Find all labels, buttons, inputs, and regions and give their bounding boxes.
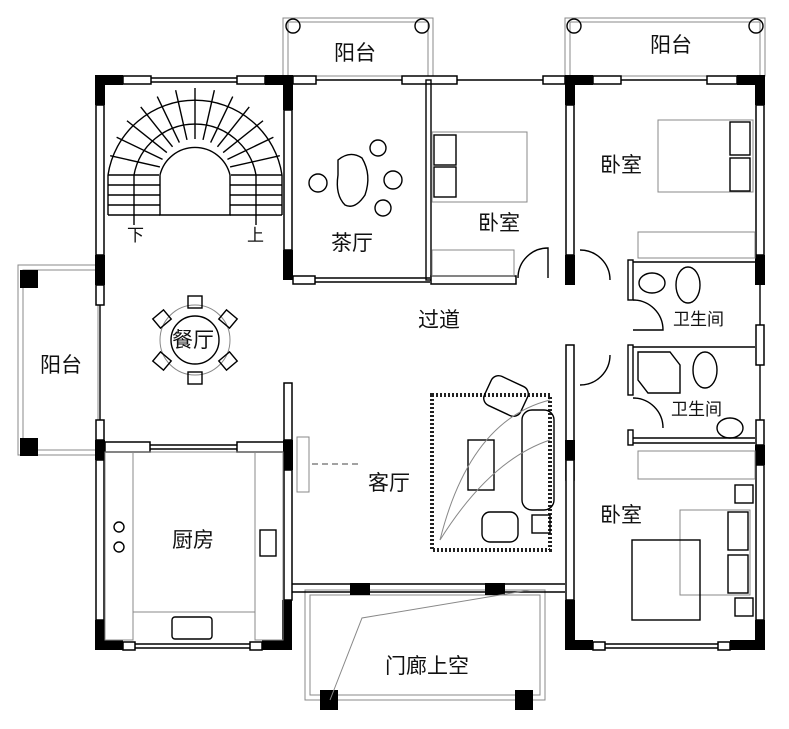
stair-tread — [116, 136, 163, 161]
room-label-porch-void: 门廊上空 — [385, 654, 469, 678]
stair-tread — [209, 96, 234, 143]
stair-tread — [222, 120, 264, 154]
kitchen-counters — [104, 451, 284, 641]
wardrobe — [637, 231, 756, 259]
doors — [517, 247, 664, 429]
room-label-corridor: 过道 — [418, 308, 460, 332]
bed-top-right — [657, 119, 754, 193]
post — [20, 438, 38, 456]
stair-tread — [229, 154, 280, 168]
room-label-living-room: 客厅 — [368, 471, 410, 495]
room-label-bedroom-top-middle: 卧室 — [478, 211, 520, 235]
dining-table — [151, 295, 239, 385]
room-label-bathroom-1: 卫生间 — [673, 310, 724, 330]
room-label-dining-room: 餐厅 — [172, 328, 214, 352]
room-label-bedroom-top-right: 卧室 — [600, 153, 642, 177]
room-label-bedroom-bottom-right: 卧室 — [600, 503, 642, 527]
bed-bottom-right — [631, 484, 754, 621]
stair-tread — [110, 154, 161, 168]
staircase — [107, 88, 283, 225]
porch-line — [329, 589, 531, 701]
stair-tread — [156, 96, 181, 143]
stair-tread — [140, 106, 174, 148]
stair-tread — [216, 106, 250, 148]
bed-top-middle — [431, 131, 528, 203]
room-label-kitchen: 厨房 — [172, 528, 214, 552]
post — [515, 690, 533, 710]
stairs-down-label: 下 — [127, 226, 144, 246]
stair-tread — [202, 90, 216, 141]
bathroom-fixtures — [637, 266, 744, 439]
walls — [95, 75, 765, 651]
stair-tread — [227, 136, 274, 161]
room-label-balcony-left: 阳台 — [40, 353, 82, 377]
room-label-bathroom-2: 卫生间 — [671, 400, 722, 420]
stair-tread — [126, 120, 168, 154]
post — [320, 690, 338, 710]
wardrobe — [637, 450, 756, 480]
room-label-balcony-top-left: 阳台 — [334, 41, 376, 65]
balcony-outlines — [17, 17, 766, 701]
wardrobe — [431, 249, 515, 277]
stair-tread — [174, 90, 188, 141]
balcony-posts — [285, 18, 764, 34]
tv-cabinet — [296, 436, 310, 493]
room-label-tea-room: 茶厅 — [331, 231, 373, 255]
tea-table — [308, 139, 403, 217]
post — [20, 270, 38, 288]
living-room-furniture — [430, 374, 555, 552]
stairs-up-label: 上 — [247, 226, 264, 246]
room-label-balcony-top-right: 阳台 — [650, 33, 692, 57]
